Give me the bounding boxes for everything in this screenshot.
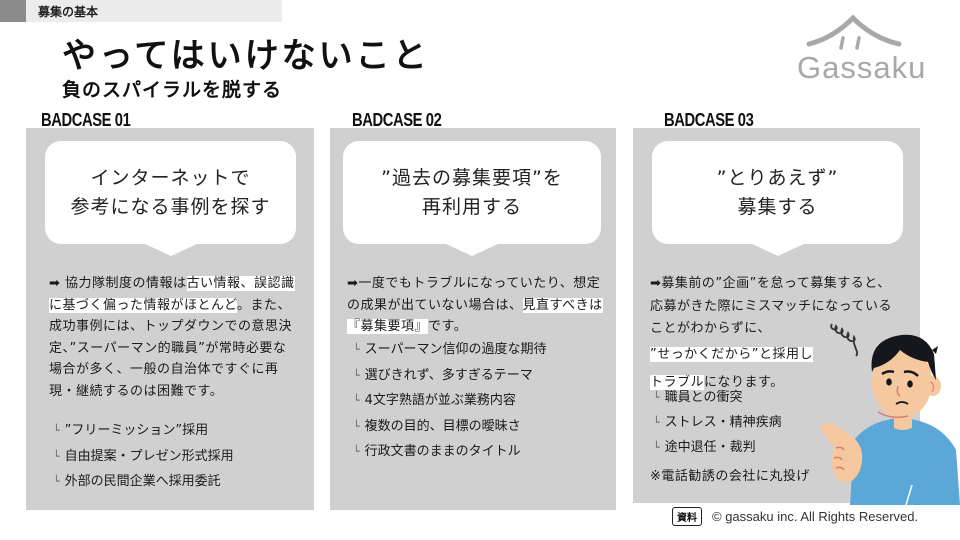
badcase-03-label: BADCASE 03 (664, 110, 754, 130)
gassaku-logo: Gassaku (795, 14, 945, 86)
badcase-03-bubble: ”とりあえず” 募集する (652, 141, 903, 244)
copyright-text: © gassaku inc. All Rights Reserved. (712, 509, 919, 524)
corner-icon: └ (653, 416, 660, 429)
badcase-01-label: BADCASE 01 (41, 110, 131, 130)
footer: 資料 © gassaku inc. All Rights Reserved. (672, 507, 918, 526)
list-item: └途中退任・裁判 (653, 440, 756, 455)
badcase-01-description: ➡ 協力隊制度の情報は古い情報、誤認識に基づく偏った情報がほとんど。また、成功事… (49, 276, 295, 399)
section-accent (0, 0, 26, 22)
badcase-02-panel: ”過去の募集要項”を 再利用する ➡一度でもトラブルになっていたり、想定の成果が… (330, 128, 616, 510)
list-item: └職員との衝突 (653, 390, 743, 405)
corner-icon: └ (353, 394, 360, 407)
bubble-line: 再利用する (421, 195, 522, 218)
corner-icon: └ (53, 475, 60, 488)
corner-icon: └ (353, 419, 360, 433)
bubble-line: インターネットで (90, 166, 251, 189)
highlight: トラブル (650, 374, 705, 390)
badcase-02-bubble: ”過去の募集要項”を 再利用する (343, 141, 601, 244)
badcase-03-list: └職員との衝突 └ストレス・精神疾病 └途中退任・裁判 (653, 385, 782, 460)
page-title: やってはいけないこと (62, 36, 430, 76)
logo-text: Gassaku (797, 50, 927, 85)
section-label: 募集の基本 (38, 5, 99, 19)
badcase-01-list: └”フリーミッション”採用 └自由提案・プレゼン形式採用 └外部の民間企業へ採用… (53, 418, 234, 495)
list-item: └自由提案・プレゼン形式採用 (53, 448, 234, 464)
corner-icon: └ (653, 391, 660, 404)
list-item: └行政文書のままのタイトル (353, 444, 521, 459)
corner-icon: └ (353, 343, 360, 356)
arrow-icon: ➡ (347, 276, 359, 291)
corner-icon: └ (353, 368, 360, 382)
badcase-02-list: └スーパーマン信仰の過度な期待 └選びきれず、多すぎるテーマ └4文字熟語が並ぶ… (353, 337, 547, 465)
corner-icon: └ (53, 424, 60, 437)
bubble-line: ”過去の募集要項”を (381, 166, 563, 189)
page-subtitle: 負のスパイラルを脱する (62, 79, 283, 101)
badcase-03-description: ➡募集前の”企画”を怠って募集すると、応募がきた際にミスマッチになっていることが… (650, 276, 892, 390)
bubble-line: 参考になる事例を探す (70, 195, 271, 218)
arrow-icon: ➡ (650, 276, 662, 291)
corner-icon: └ (653, 441, 660, 454)
list-item: └スーパーマン信仰の過度な期待 (353, 342, 547, 357)
section-bar: 募集の基本 (0, 0, 282, 22)
badcase-02-label: BADCASE 02 (352, 110, 442, 130)
list-item: └ストレス・精神疾病 (653, 415, 782, 430)
thinking-person-illustration (820, 334, 960, 505)
badcase-01-bubble: インターネットで 参考になる事例を探す (45, 141, 296, 244)
badcase-03-note: ※電話勧誘の会社に丸投げ (650, 469, 810, 484)
highlight: ”せっかくだから”と採用し (650, 346, 813, 362)
arrow-icon: ➡ (49, 276, 61, 291)
bubble-line: 募集する (737, 195, 818, 218)
list-item: └複数の目的、目標の曖昧さ (353, 418, 521, 434)
confused-squiggle-icon (830, 323, 858, 357)
list-item: └選びきれず、多すぎるテーマ (353, 367, 533, 383)
list-item: └”フリーミッション”採用 (53, 423, 209, 438)
bubble-line: ”とりあえず” (716, 166, 839, 189)
list-item: └4文字熟語が並ぶ業務内容 (353, 393, 516, 408)
house-roof-icon (806, 14, 902, 50)
list-item: └外部の民間企業へ採用委託 (53, 474, 221, 489)
corner-icon: └ (53, 449, 60, 463)
corner-icon: └ (353, 445, 360, 458)
badcase-02-description: ➡一度でもトラブルになっていたり、想定の成果が出ていない場合は、見直すべきは『募… (347, 276, 603, 334)
document-tag: 資料 (672, 507, 702, 526)
badcase-01-panel: インターネットで 参考になる事例を探す ➡ 協力隊制度の情報は古い情報、誤認識に… (26, 128, 314, 510)
